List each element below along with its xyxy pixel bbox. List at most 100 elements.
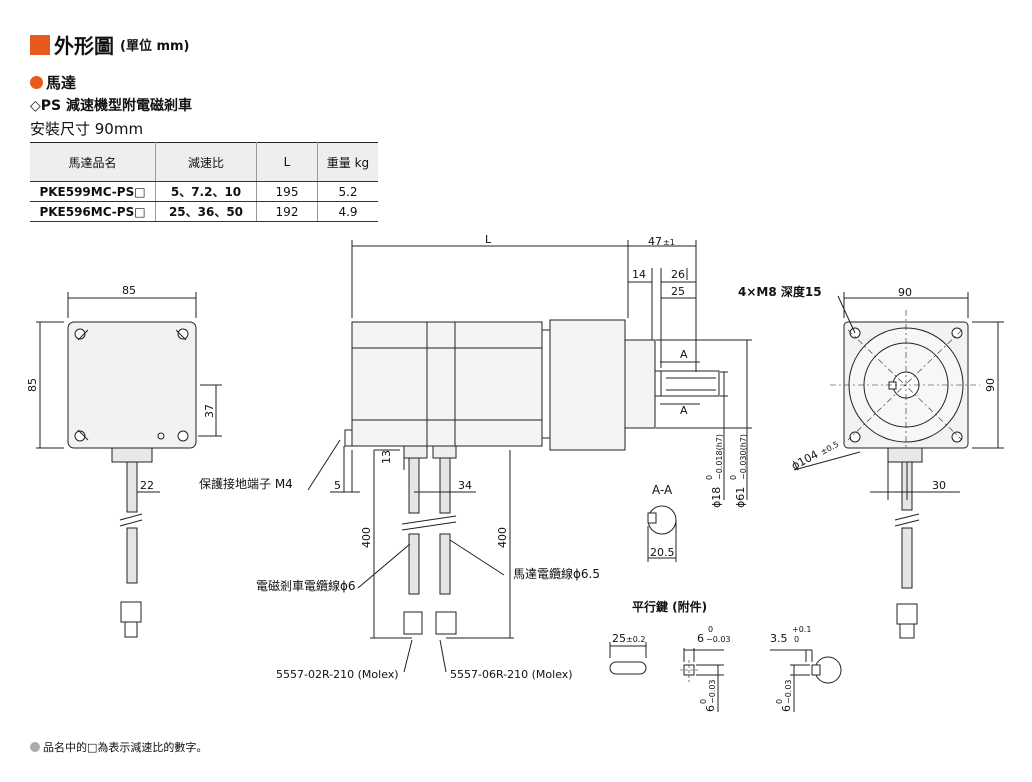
dim-tol: ±0.5 [819, 440, 840, 457]
break-mark [401, 515, 457, 531]
gearhead-body [549, 319, 626, 451]
screw-icon [177, 328, 189, 340]
title-marker [30, 34, 50, 55]
phi61-label: ϕ61 0 −0.030(h7) [729, 434, 748, 508]
leader-line [837, 295, 856, 334]
dim-tol: −0.018(h7) [715, 434, 724, 480]
dimension-labels: 85 85 37 22 L 47 ±1 14 26 25 A A 13 5 34… [26, 233, 997, 712]
cable [126, 527, 138, 584]
section-mark: A [680, 404, 688, 417]
col-header: 重量 kg [317, 142, 378, 182]
dim-line-key6 [683, 648, 724, 662]
mount-hole-icon [951, 431, 963, 443]
mount-size: 安裝尺寸 90mm [30, 120, 144, 138]
gearhead-pilot [624, 339, 656, 429]
dim-tol: −0.03 [708, 679, 717, 704]
dim-text: 3.5 [770, 632, 788, 645]
holes-label: 4×M8 深度15 [738, 284, 822, 299]
motor-rear [454, 321, 543, 447]
screw-icon [177, 430, 189, 442]
phi18-label: ϕ18 0 −0.018(h7) [705, 434, 724, 508]
connector-icon [403, 611, 423, 635]
ground-screw-icon [157, 432, 165, 440]
dim-text: 400 [496, 527, 509, 548]
footnote: 品名中的□為表示減速比的數字。 [30, 739, 207, 755]
col-header: 減速比 [155, 142, 257, 182]
motor-cable-exit [432, 445, 457, 459]
col-header: L [256, 142, 318, 182]
dim-text: 14 [632, 268, 646, 281]
unit-label: (單位 mm) [120, 39, 190, 54]
dim-text: 26 [671, 268, 685, 281]
motor-cable-label: 馬達電纜線ϕ6.5 [513, 566, 600, 581]
motor-body [351, 321, 428, 447]
dim-line [36, 321, 64, 449]
dim-line-phi61 [656, 339, 752, 500]
dim-tol: ±1 [663, 238, 675, 247]
section-title: A-A [652, 483, 673, 497]
leader-line [793, 451, 861, 471]
dim-line-30 [870, 462, 960, 500]
dim-text: 34 [458, 479, 472, 492]
mount-hole-icon [951, 327, 963, 339]
dim-tol: 0 [708, 625, 713, 634]
screw-icon [74, 328, 86, 340]
dim-tol: −0.03 [706, 635, 731, 644]
connector-label: 5557-06R-210 (Molex) [450, 668, 573, 681]
col-header: 馬達品名 [30, 142, 156, 182]
front-view [36, 292, 222, 638]
dim-text: 90 [898, 286, 912, 299]
key-title: 平行鍵 (附件) [632, 599, 707, 614]
shaft-collar [654, 370, 662, 397]
side-view [307, 240, 752, 673]
table-cell: 5、7.2、10 [155, 181, 257, 202]
dim-line-400a [370, 450, 412, 639]
brake-cable-label: 電磁剎車電纜線ϕ6 [256, 578, 356, 593]
dim-line [198, 384, 222, 437]
connector-icon [896, 603, 918, 625]
dim-line-400b [446, 450, 514, 639]
dim-line-key6v [696, 664, 724, 712]
leader-line [403, 639, 447, 673]
cable-exit [111, 447, 153, 463]
brake-cable [408, 457, 420, 514]
output-shaft [660, 370, 720, 397]
dim-text: 37 [203, 404, 216, 418]
connector-icon [899, 623, 915, 639]
table-row: PKE596MC-PS□ 25、36、50 192 4.9 [30, 201, 378, 222]
dim-tol: ±0.2 [626, 635, 645, 644]
table-cell: PKE596MC-PS□ [30, 201, 156, 222]
brake-body [426, 321, 456, 447]
body-lines [352, 347, 542, 421]
key-slot [666, 377, 716, 391]
dim-line [972, 321, 1004, 449]
table-header-row: 馬達品名 減速比 L 重量 kg [30, 142, 378, 182]
dim-tol: −0.03 [784, 679, 793, 704]
front-face [67, 321, 197, 449]
dim-text: 400 [360, 527, 373, 548]
dim-text: 6 [780, 705, 793, 712]
dim-text: ϕ18 [710, 487, 723, 508]
key-side [609, 661, 647, 675]
dim-tol: +0.1 [792, 625, 811, 634]
end-view [793, 292, 1004, 639]
motor-cable [439, 457, 451, 514]
connector-icon [124, 621, 138, 638]
table-cell: 192 [256, 201, 318, 222]
table-cell: 5.2 [317, 181, 378, 202]
motor-cable [439, 533, 451, 595]
key6v2-label: 6 0 −0.03 [775, 679, 793, 712]
dim-text: 6 [697, 632, 704, 645]
dim-text: 25 [612, 632, 626, 645]
dim-tol: 0 [775, 699, 784, 704]
leader-line [449, 539, 505, 576]
dim-text: 22 [140, 479, 154, 492]
key-section [647, 512, 657, 524]
brake-cable-exit [403, 445, 428, 459]
dim-line-26-25 [660, 268, 696, 368]
mount-hole-icon [849, 431, 861, 443]
center-line [680, 660, 700, 682]
dim-text: ϕ104 [789, 448, 820, 473]
center-line [830, 310, 980, 465]
